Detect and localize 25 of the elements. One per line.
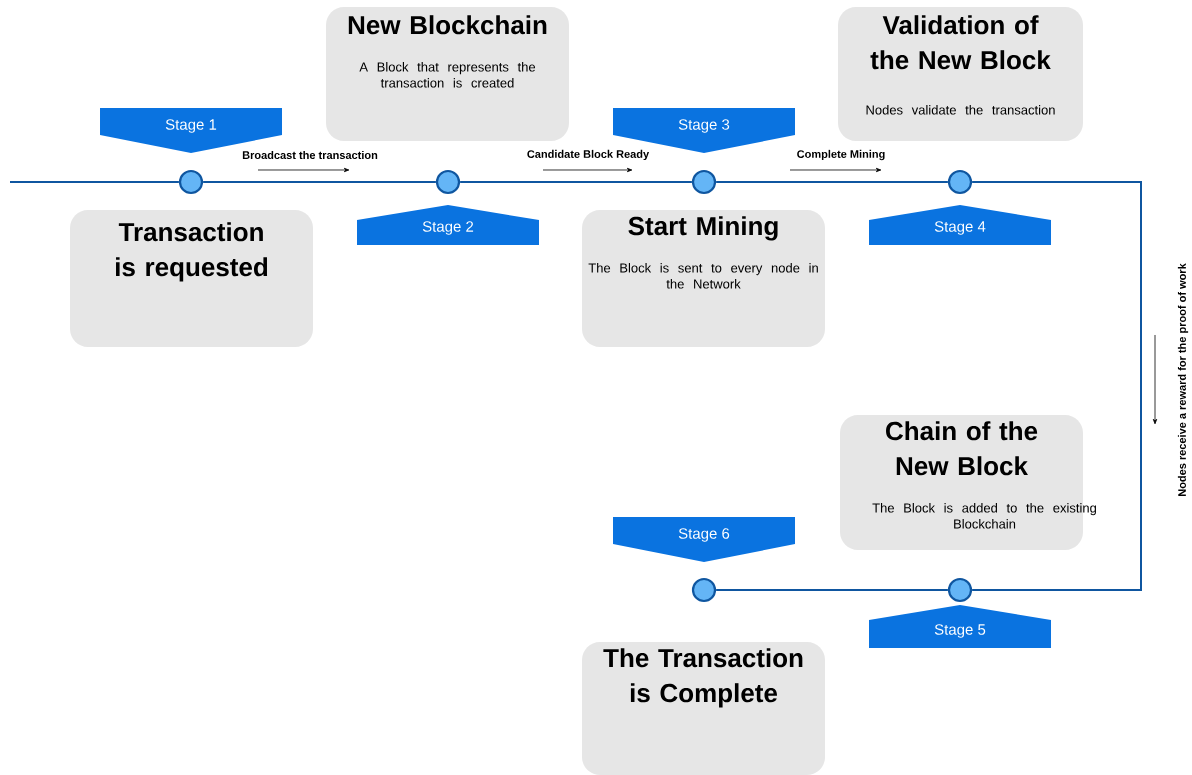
stage-dot [178,169,204,195]
stage-card: Validation of the New Block Nodes validate the transaction [838,7,1083,141]
timeline-line [202,181,437,183]
edge-label: Nodes receive a reward for the proof of work [1177,263,1189,496]
stage-card: The Transaction is Complete [582,642,825,775]
timeline-line [715,181,949,183]
stage-dot [947,577,973,603]
stage-banner: Stage 2 [357,205,539,245]
edge-label: Broadcast the transaction [242,150,378,160]
stage-card: Start Mining The Block is sent to every node in the Network [582,210,825,347]
stage-dot [947,169,973,195]
timeline-line [715,589,949,591]
stage-card: New Blockchain A Block that represents the transaction is created [326,7,569,141]
timeline-line [9,181,180,183]
stage-banner: Stage 5 [869,605,1051,648]
stage-card: Transaction is requested [70,210,313,347]
stage-dot [691,169,717,195]
stage-dot [691,577,717,603]
stage-dot [435,169,461,195]
stage-banner: Stage 6 [613,517,795,562]
stage-banner: Stage 4 [869,205,1051,245]
stage-card: Chain of the New Block The Block is added to the existing Blockchain [840,415,1096,550]
timeline-line [459,181,693,183]
timeline-line [971,181,1142,591]
edge-label: Complete Mining [797,149,885,161]
